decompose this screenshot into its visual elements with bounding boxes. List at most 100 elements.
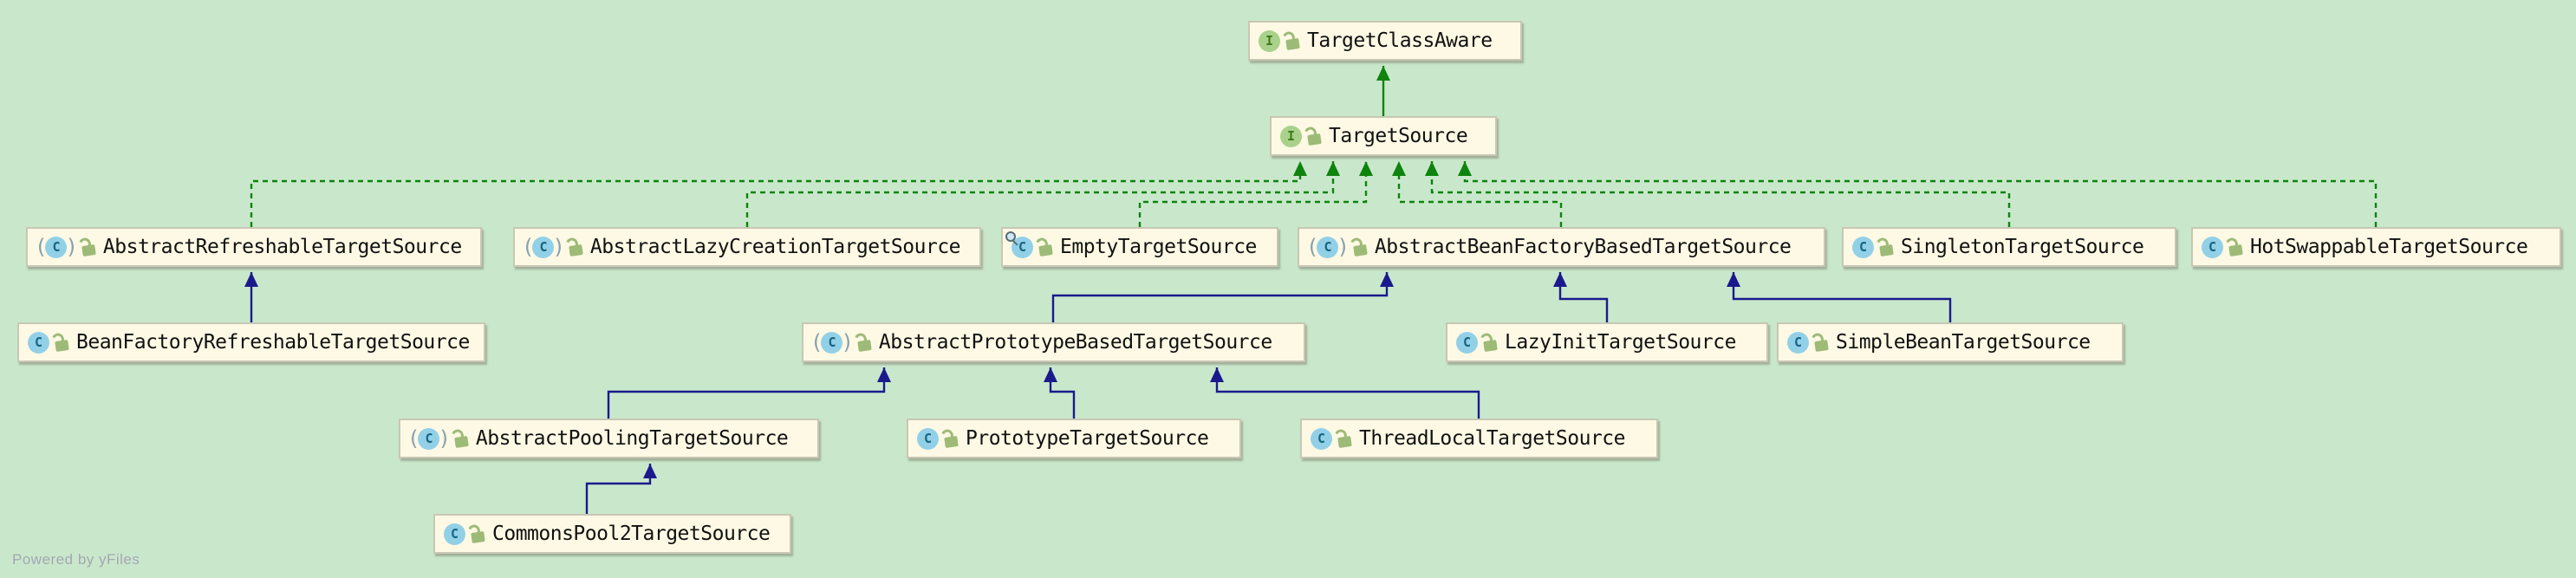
class-icon: C (917, 427, 939, 450)
class-letter: C (532, 236, 555, 258)
arrowhead-AbstractPrototypeBasedTargetSource (1210, 367, 1224, 382)
class-icon: C (28, 331, 49, 354)
arrowhead-AbstractPrototypeBasedTargetSource (877, 367, 891, 382)
arrowhead-AbstractBeanFactoryBasedTargetSource (1380, 272, 1394, 287)
class-name-label: TargetSource (1329, 125, 1468, 147)
class-node-PrototypeTargetSource[interactable]: C PrototypeTargetSource (907, 419, 1241, 458)
class-icon: C (1456, 331, 1478, 354)
abstract-class-icon: (C) (810, 330, 854, 354)
edge-HotSwappableTargetSource-to-TargetSource (1463, 161, 2378, 227)
class-letter: C (1456, 331, 1478, 354)
edge-SingletonTargetSource-to-TargetSource (1430, 161, 2011, 227)
arrowhead-TargetSource (1458, 161, 1472, 176)
class-icon: C (2202, 236, 2223, 258)
arrowhead-TargetClassAware (1376, 66, 1390, 81)
class-node-AbstractPoolingTargetSource[interactable]: (C) AbstractPoolingTargetSource (399, 419, 819, 458)
class-letter: C (1012, 236, 1033, 258)
class-name-label: PrototypeTargetSource (966, 427, 1209, 450)
public-lock-icon (1307, 133, 1322, 146)
class-letter: C (1311, 427, 1332, 450)
public-lock-icon (1483, 340, 1498, 352)
class-letter: C (821, 331, 843, 354)
arrowhead-AbstractRefreshableTargetSource (244, 272, 258, 287)
class-node-AbstractPrototypeBasedTargetSource[interactable]: (C) AbstractPrototypeBasedTargetSource (802, 322, 1305, 362)
public-lock-icon (857, 340, 872, 352)
class-node-EmptyTargetSource[interactable]: C EmptyTargetSource (1001, 227, 1278, 267)
class-name-label: SimpleBeanTargetSource (1836, 331, 2091, 354)
class-node-LazyInitTargetSource[interactable]: C LazyInitTargetSource (1446, 322, 1768, 362)
edge-LazyInitTargetSource-to-AbstractBeanFactoryBasedTargetSource (1558, 272, 1609, 322)
class-node-BeanFactoryRefreshableTargetSource[interactable]: C BeanFactoryRefreshableTargetSource (17, 322, 485, 362)
edge-CommonsPool2TargetSource-to-AbstractPoolingTargetSource (585, 464, 652, 514)
class-node-ThreadLocalTargetSource[interactable]: C ThreadLocalTargetSource (1300, 419, 1658, 458)
public-lock-icon (1353, 244, 1368, 257)
class-node-AbstractLazyCreationTargetSource[interactable]: (C)AbstractLazyCreationTargetSource (513, 227, 981, 267)
public-lock-icon (1038, 244, 1053, 257)
abstract-class-icon: (C) (407, 426, 451, 451)
public-lock-icon (944, 436, 959, 448)
class-icon: C (444, 523, 465, 545)
edge-AbstractPoolingTargetSource-to-AbstractPrototypeBasedTargetSource (607, 367, 886, 419)
arrowhead-AbstractBeanFactoryBasedTargetSource (1727, 272, 1740, 287)
edge-ThreadLocalTargetSource-to-AbstractPrototypeBasedTargetSource (1215, 367, 1480, 419)
arrowhead-AbstractPoolingTargetSource (643, 464, 657, 478)
class-letter: C (1317, 236, 1339, 258)
class-node-TargetSource[interactable]: I TargetSource (1270, 116, 1497, 156)
public-lock-icon (1879, 244, 1894, 257)
class-name-label: LazyInitTargetSource (1505, 331, 1736, 354)
class-name-label: HotSwappableTargetSource (2250, 236, 2528, 258)
edge-EmptyTargetSource-to-TargetSource (1138, 161, 1368, 227)
interface-icon: I (1259, 29, 1280, 52)
arrowhead-TargetSource (1392, 161, 1406, 176)
public-lock-icon (454, 436, 469, 448)
class-name-label: AbstractLazyCreationTargetSource (589, 236, 961, 258)
abstract-class-icon: (C) (1306, 235, 1350, 259)
public-lock-icon (2228, 244, 2243, 257)
class-name-label: AbstractRefreshableTargetSource (102, 236, 462, 258)
public-lock-icon (1285, 38, 1300, 50)
class-name-label: ThreadLocalTargetSource (1359, 427, 1626, 450)
class-icon: C (1787, 331, 1809, 354)
edge-AbstractRefreshableTargetSource-to-TargetSource (250, 161, 1302, 227)
class-letter: C (917, 427, 939, 450)
class-name-label: SingletonTargetSource (1901, 236, 2144, 258)
class-node-AbstractRefreshableTargetSource[interactable]: (C) AbstractRefreshableTargetSource (26, 227, 482, 267)
class-name-label: EmptyTargetSource (1060, 236, 1257, 258)
class-name-label: AbstractBeanFactoryBasedTargetSource (1374, 236, 1792, 258)
class-letter: C (1852, 236, 1874, 258)
class-name-label: BeanFactoryRefreshableTargetSource (76, 331, 470, 354)
public-lock-icon (81, 244, 96, 257)
pin-icon (1005, 231, 1016, 242)
class-name-label: AbstractPrototypeBasedTargetSource (878, 331, 1272, 354)
edge-SimpleBeanTargetSource-to-AbstractBeanFactoryBasedTargetSource (1732, 272, 1952, 322)
class-node-SimpleBeanTargetSource[interactable]: C SimpleBeanTargetSource (1777, 322, 2124, 362)
class-letter: C (28, 331, 49, 354)
abstract-class-icon: (C) (35, 235, 78, 259)
class-letter: C (45, 236, 68, 258)
public-lock-icon (1337, 436, 1352, 448)
interface-icon: I (1280, 125, 1302, 147)
edge-AbstractBeanFactoryBasedTargetSource-to-TargetSource (1397, 161, 1563, 227)
public-lock-icon (471, 531, 485, 543)
public-lock-icon (55, 340, 69, 352)
class-name-label: AbstractPoolingTargetSource (475, 427, 789, 450)
arrowhead-TargetSource (1425, 161, 1439, 176)
class-node-AbstractBeanFactoryBasedTargetSource[interactable]: (C) AbstractBeanFactoryBasedTargetSource (1298, 227, 1825, 267)
public-lock-icon (569, 244, 583, 257)
class-icon: C (1852, 236, 1874, 258)
final-class-icon: C (1005, 231, 1033, 258)
arrowhead-TargetSource (1293, 161, 1307, 176)
yfiles-watermark: Powered by yFiles (12, 551, 140, 568)
class-letter: C (418, 427, 440, 450)
class-node-HotSwappableTargetSource[interactable]: C HotSwappableTargetSource (2191, 227, 2561, 267)
arrowhead-AbstractBeanFactoryBasedTargetSource (1553, 272, 1567, 287)
edge-AbstractLazyCreationTargetSource-to-TargetSource (745, 161, 1335, 227)
class-letter: C (2202, 236, 2223, 258)
class-letter: C (444, 523, 465, 545)
public-lock-icon (1814, 340, 1829, 352)
class-node-SingletonTargetSource[interactable]: C SingletonTargetSource (1842, 227, 2176, 267)
